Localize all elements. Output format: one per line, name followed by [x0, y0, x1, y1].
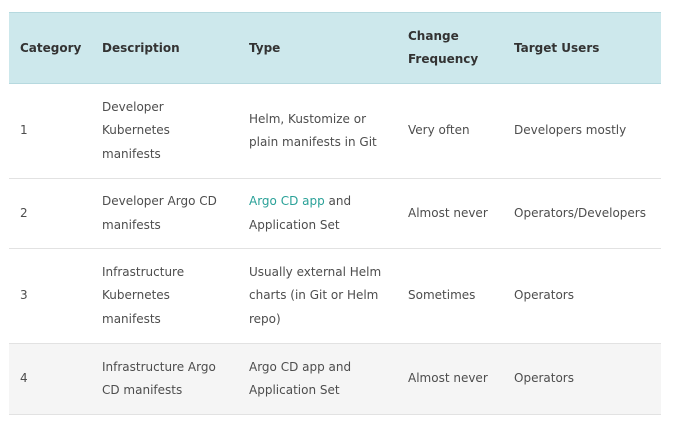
cell-description: Developer Argo CD manifests [91, 178, 238, 249]
table-row: 2 Developer Argo CD manifests Argo CD ap… [9, 178, 661, 249]
type-text: and Application Set [249, 194, 352, 232]
cell-target-users: Developers mostly [503, 83, 661, 179]
type-text: Helm, Kustomize or plain manifests in Gi… [249, 111, 377, 150]
table-header: Category Description Type Change Frequen… [9, 12, 661, 84]
cell-target-users: Operators/Developers [503, 178, 661, 249]
cell-description: Infrastructure Kubernetes manifests [91, 248, 238, 344]
header-target-users: Target Users [503, 12, 661, 84]
cell-type: Usually external Helm charts (in Git or … [238, 248, 397, 344]
argo-cd-app-link[interactable]: Argo CD app [249, 194, 325, 208]
manifest-categories-table: Category Description Type Change Frequen… [9, 12, 661, 415]
cell-change-frequency: Almost never [397, 178, 503, 249]
cell-change-frequency: Almost never [397, 343, 503, 415]
cell-type: Argo CD app and Application Set [238, 343, 397, 415]
header-change-frequency: Change Frequency [397, 12, 503, 84]
header-category: Category [9, 12, 91, 84]
header-description: Description [91, 12, 238, 84]
header-type: Type [238, 12, 397, 84]
manifest-categories-table-wrapper: Category Description Type Change Frequen… [9, 12, 661, 415]
type-text: Argo CD app and Application Set [249, 359, 352, 398]
cell-category: 1 [9, 83, 91, 179]
cell-category: 4 [9, 343, 91, 415]
cell-category: 2 [9, 178, 91, 249]
cell-change-frequency: Sometimes [397, 248, 503, 344]
type-text: Usually external Helm charts (in Git or … [249, 264, 382, 326]
header-row: Category Description Type Change Frequen… [9, 12, 661, 84]
cell-target-users: Operators [503, 248, 661, 344]
cell-category: 3 [9, 248, 91, 344]
cell-description: Developer Kubernetes manifests [91, 83, 238, 179]
cell-change-frequency: Very often [397, 83, 503, 179]
table-row: 4 Infrastructure Argo CD manifests Argo … [9, 343, 661, 415]
cell-target-users: Operators [503, 343, 661, 415]
cell-type: Helm, Kustomize or plain manifests in Gi… [238, 83, 397, 179]
cell-description: Infrastructure Argo CD manifests [91, 343, 238, 415]
cell-type: Argo CD app and Application Set [238, 178, 397, 249]
table-row: 1 Developer Kubernetes manifests Helm, K… [9, 83, 661, 179]
table-row: 3 Infrastructure Kubernetes manifests Us… [9, 248, 661, 344]
